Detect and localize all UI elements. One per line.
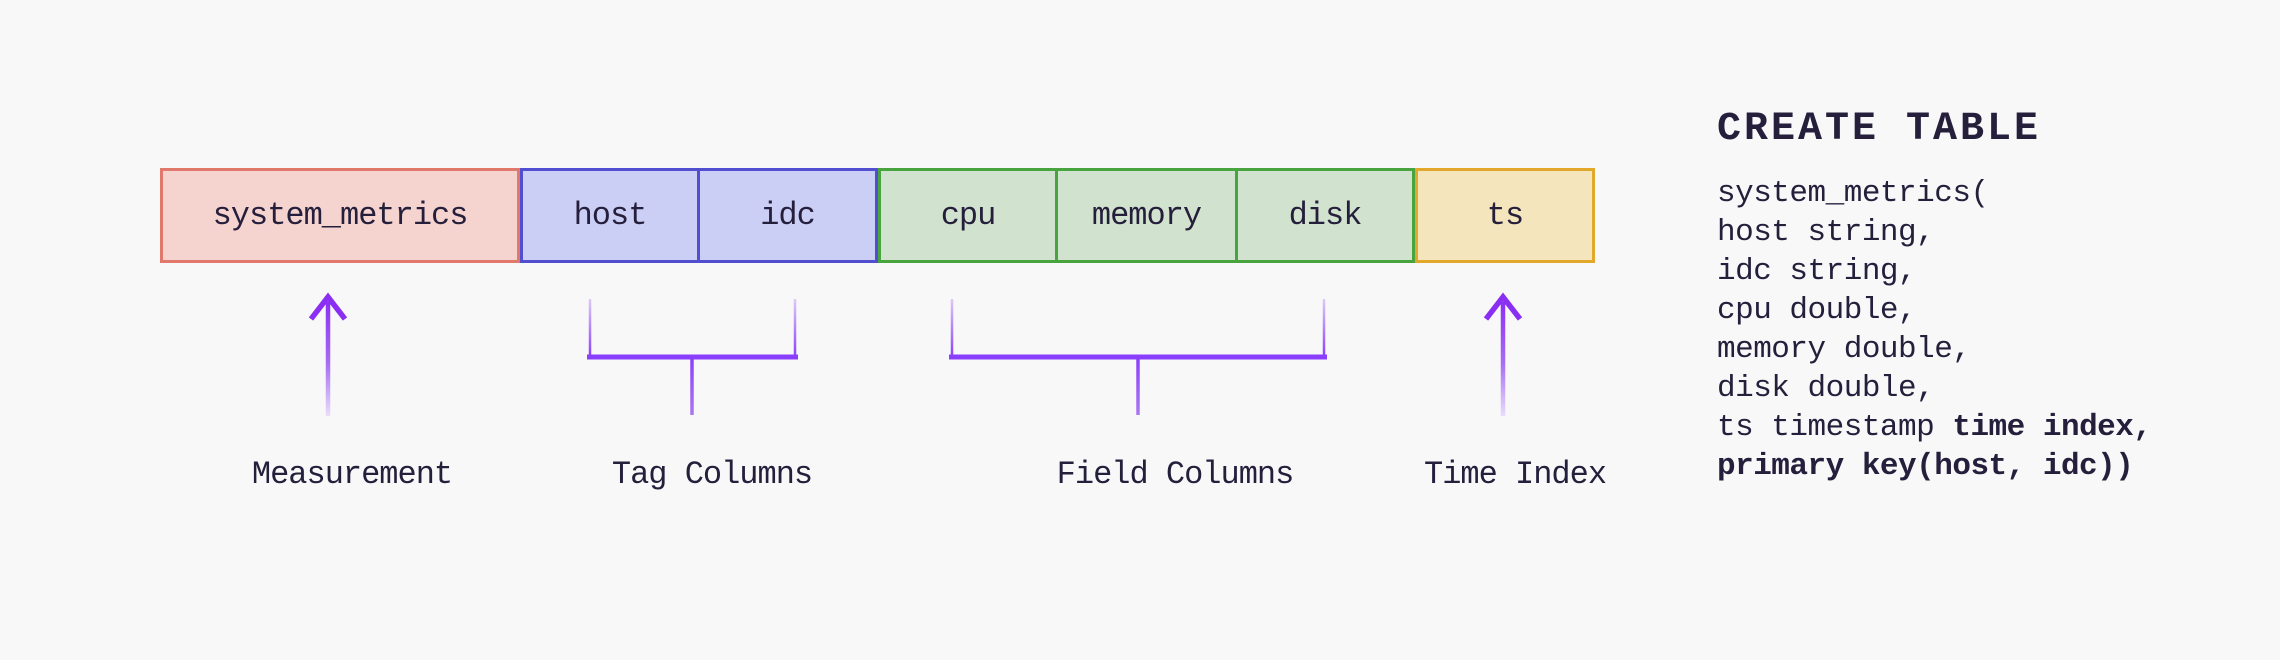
cell-label: ts <box>1486 197 1524 234</box>
sql-heading: CREATE TABLE <box>1717 107 2042 152</box>
cell-label: memory <box>1091 197 1202 234</box>
table-cell-field-memory: memory <box>1055 168 1238 263</box>
group-bracket-icon <box>587 299 798 415</box>
sql-line: disk double, <box>1717 371 1935 406</box>
group-bracket-icon <box>949 299 1327 415</box>
annotation-field-columns: Field Columns <box>1056 456 1295 493</box>
up-arrow-icon <box>308 292 348 416</box>
cell-label: cpu <box>940 197 997 234</box>
sql-line: system_metrics( <box>1717 176 1989 211</box>
sql-line: ts timestamp time index, <box>1717 410 2152 445</box>
sql-line: memory double, <box>1717 332 1971 367</box>
table-cell-tag-idc: idc <box>697 168 878 263</box>
cell-label: host <box>573 197 648 234</box>
table-cell-field-disk: disk <box>1235 168 1415 263</box>
up-arrow-icon <box>1483 292 1523 416</box>
table-cell-tag-host: host <box>520 168 700 263</box>
cell-label: idc <box>760 197 816 234</box>
table-cell-measurement: system_metrics <box>160 168 520 263</box>
annotation-time-index: Time Index <box>1423 456 1607 493</box>
sql-line: host string, <box>1717 215 1935 250</box>
sql-line: primary key(host, idc)) <box>1717 449 2134 484</box>
table-cell-field-cpu: cpu <box>878 168 1058 263</box>
sql-line: cpu double, <box>1717 293 1917 328</box>
table-cell-time-index: ts <box>1415 168 1595 263</box>
annotation-tag-columns: Tag Columns <box>611 456 813 493</box>
cell-label: system_metrics <box>212 197 469 234</box>
sql-snippet: CREATE TABLE system_metrics( host string… <box>1717 107 2152 486</box>
cell-label: disk <box>1288 197 1363 234</box>
sql-line: idc string, <box>1717 254 1917 289</box>
annotation-measurement: Measurement <box>251 456 453 493</box>
